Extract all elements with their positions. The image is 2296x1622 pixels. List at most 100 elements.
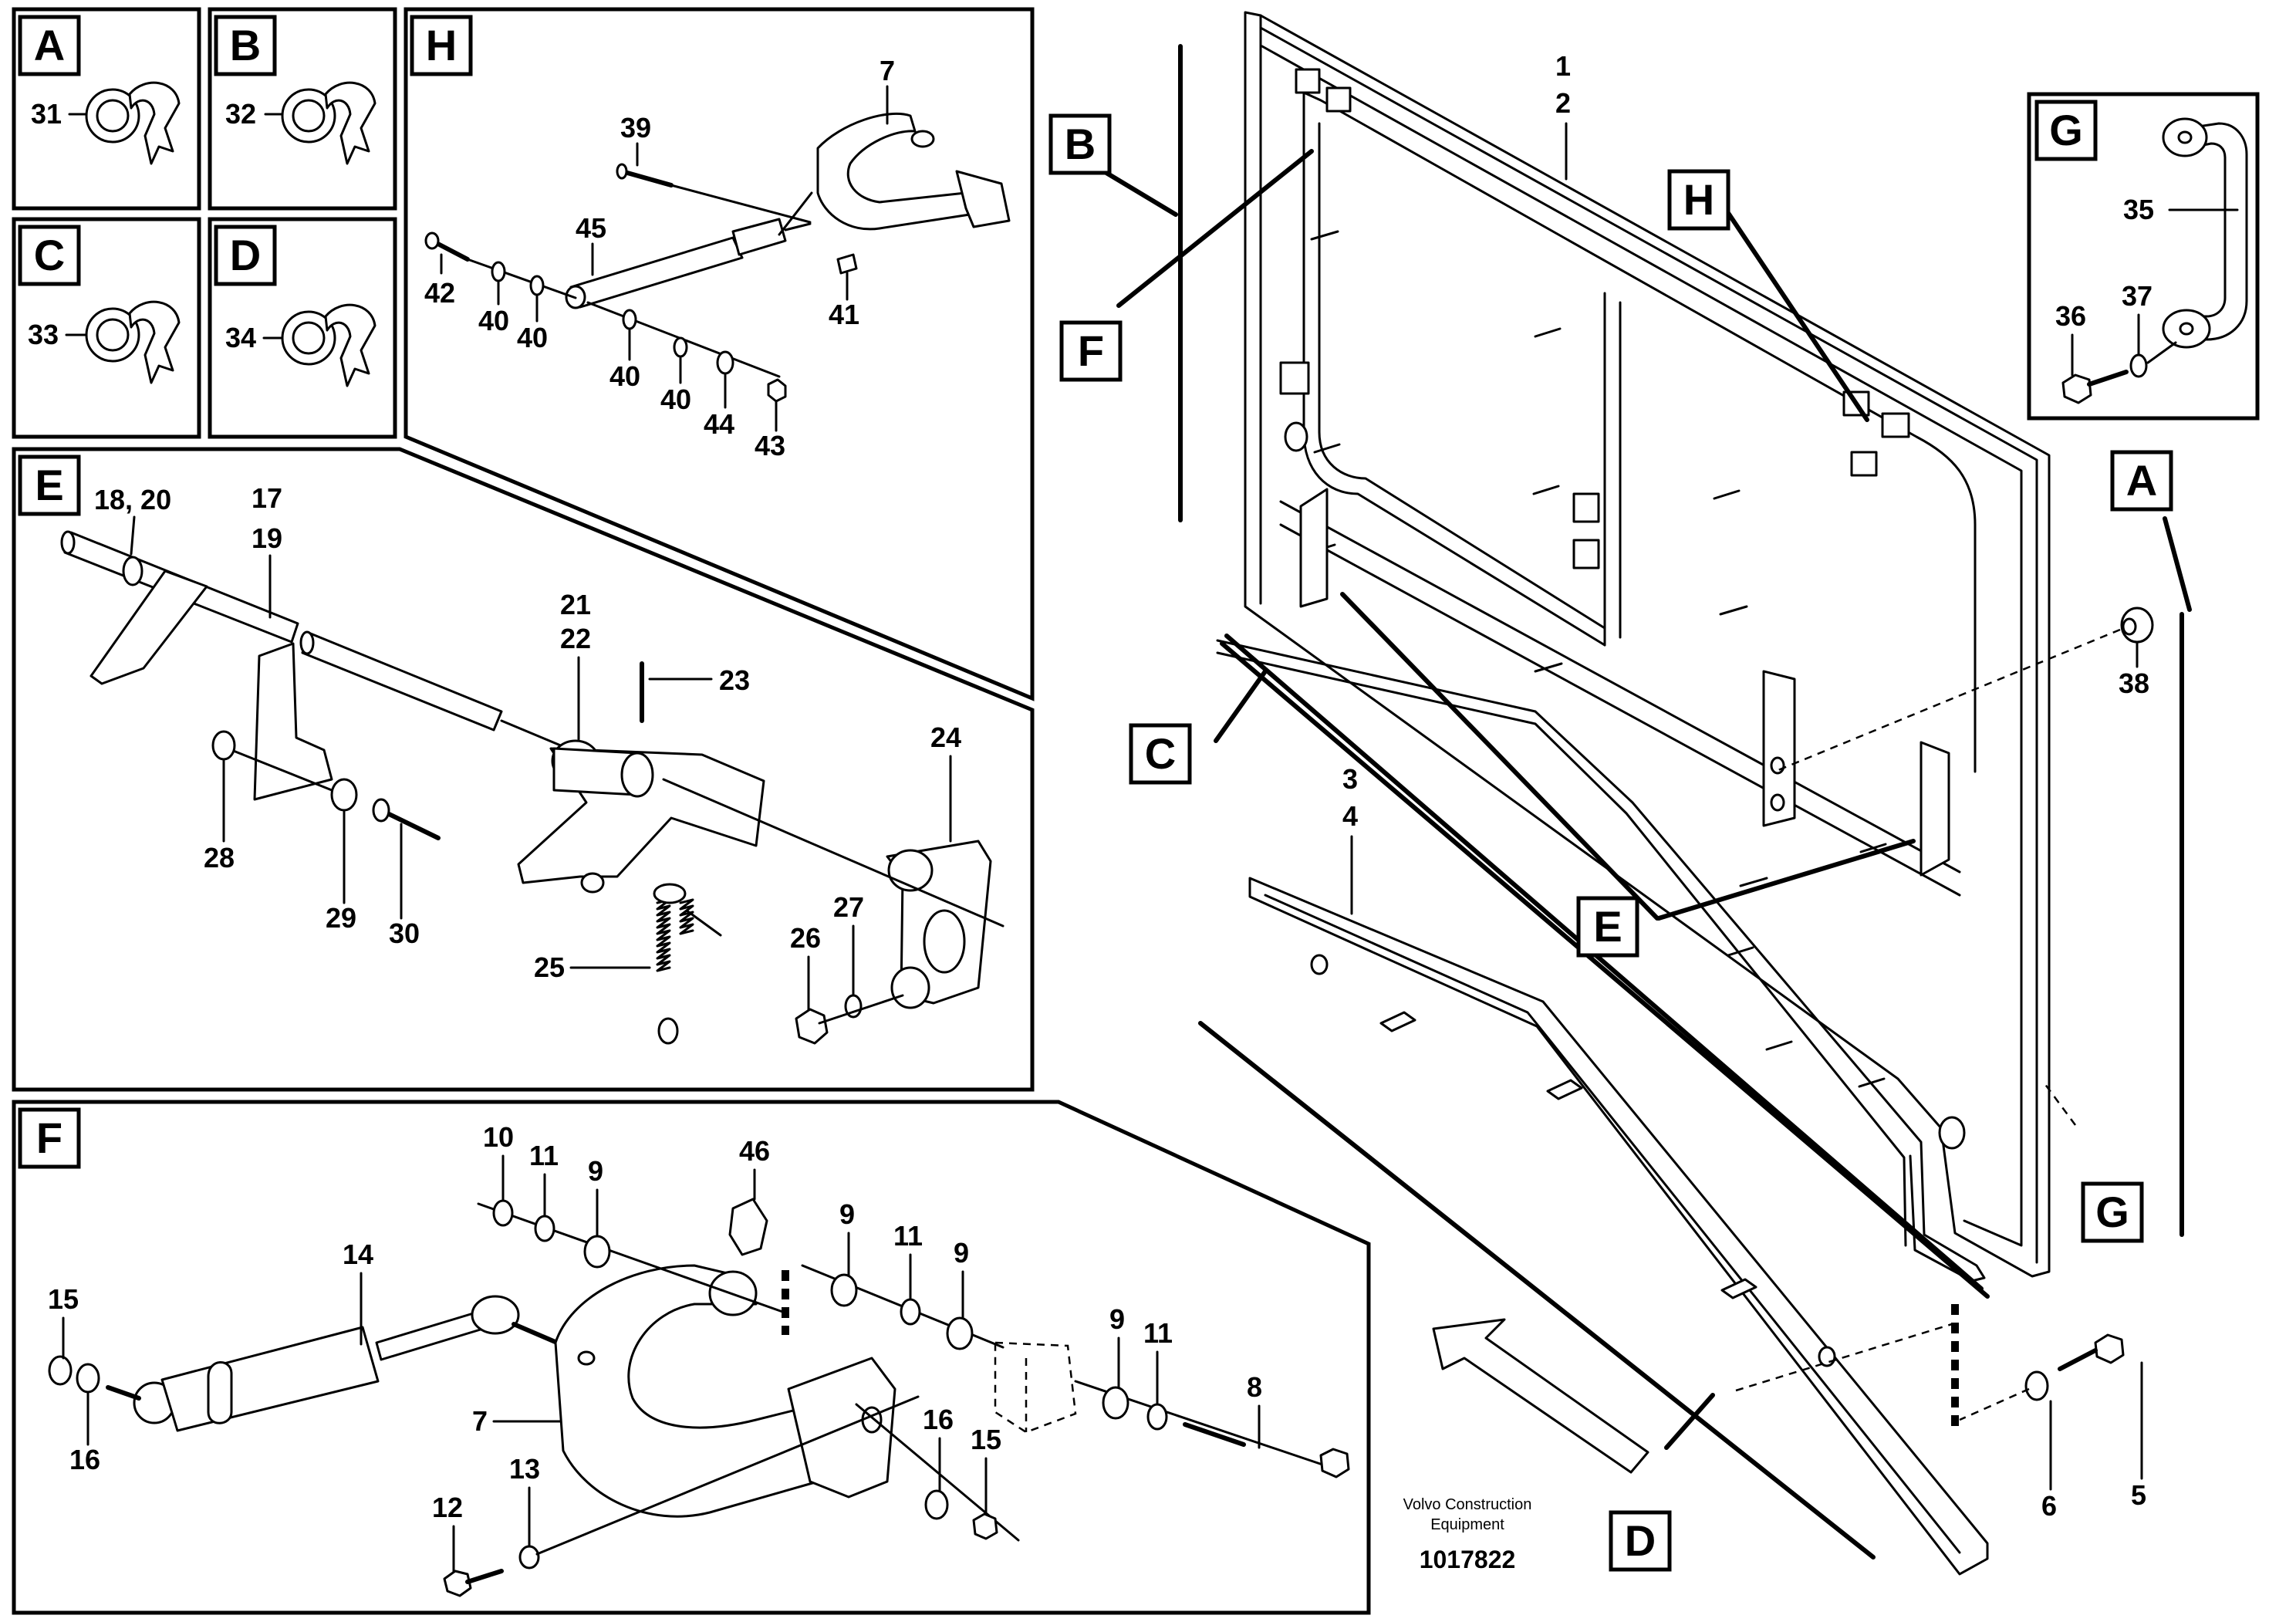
gas-strut-45-illustration: [565, 218, 812, 309]
part-number-44: 44: [704, 408, 734, 440]
striker-24-illustration: [886, 840, 992, 1009]
callout-a: A: [2110, 450, 2173, 512]
part-number-34: 34: [225, 322, 256, 353]
callout-letter-d: D: [1625, 1516, 1656, 1565]
part-number-3: 3: [1342, 763, 1358, 795]
callout-b: B: [1048, 113, 1112, 175]
latch-lever-21-illustration: [517, 739, 765, 894]
part-number-15-a: 15: [48, 1283, 79, 1315]
part-number-18-20: 18, 20: [94, 484, 171, 515]
callout-letter-c: C: [1145, 729, 1176, 778]
panel-e-frame: [12, 447, 1035, 1092]
seal-profile-c: C 33: [18, 225, 181, 384]
lower-panel-3-illustration: [1248, 877, 1989, 1576]
part-number-40-c: 40: [609, 360, 640, 392]
part-number-10: 10: [483, 1121, 514, 1153]
footer-brand-line1: Volvo Construction: [1403, 1496, 1532, 1513]
part-number-38: 38: [2119, 667, 2149, 699]
seal-rod-c: [1220, 641, 1990, 1299]
panel-f-content: F 14 15 16 7: [18, 1107, 1350, 1597]
part-number-8: 8: [1247, 1371, 1262, 1403]
panel-letter-f: F: [36, 1113, 62, 1162]
callout-e: E: [1576, 896, 1639, 958]
callout-letter-h: H: [1683, 175, 1714, 224]
part-number-36: 36: [2055, 300, 2086, 332]
part-number-41: 41: [829, 299, 859, 330]
part-number-9-b: 9: [839, 1198, 855, 1230]
part-number-26: 26: [790, 922, 821, 954]
part-number-40-d: 40: [660, 384, 691, 415]
callout-f: F: [1059, 320, 1123, 382]
part-number-13: 13: [509, 1453, 540, 1485]
panel-letter-g: G: [2049, 106, 2083, 154]
callout-letter-e: E: [1593, 902, 1622, 951]
part-number-5: 5: [2131, 1479, 2146, 1511]
panel-letter-e: E: [35, 461, 63, 509]
part-number-1: 1: [1555, 50, 1571, 82]
part-number-24: 24: [930, 721, 961, 753]
part-number-43: 43: [755, 430, 785, 461]
part-number-28: 28: [204, 842, 235, 874]
part-number-12: 12: [432, 1492, 463, 1523]
part-number-40-a: 40: [478, 305, 509, 336]
part-number-32: 32: [225, 98, 256, 130]
callout-letter-b: B: [1065, 120, 1096, 168]
part-number-29: 29: [326, 902, 356, 934]
panel-f-frame: [12, 1100, 1371, 1615]
callout-d: D: [1609, 1510, 1672, 1572]
part-number-11-c: 11: [1143, 1317, 1173, 1349]
part-number-42: 42: [424, 277, 455, 309]
part-number-6: 6: [2041, 1490, 2057, 1522]
panel-letter-b: B: [230, 21, 261, 69]
seal-profile-a: A 31: [18, 15, 181, 165]
part-number-4: 4: [1342, 800, 1358, 832]
part-number-46: 46: [739, 1135, 770, 1167]
part-number-25: 25: [534, 951, 565, 983]
part-number-7-h: 7: [880, 55, 895, 86]
panel-h-content: H 7 39 45 42 40 40: [410, 15, 1011, 461]
part-number-40-b: 40: [517, 322, 548, 353]
gas-strut-14-illustration: [106, 1295, 559, 1432]
part-number-35: 35: [2123, 194, 2154, 225]
callout-letter-a: A: [2126, 456, 2157, 505]
part-number-15-b: 15: [971, 1424, 1001, 1455]
part-number-33: 33: [28, 319, 59, 350]
spring-25-illustration: [653, 883, 722, 1045]
part-number-2: 2: [1555, 87, 1571, 119]
part-number-45: 45: [576, 212, 606, 244]
part-number-23: 23: [719, 664, 750, 696]
part-number-16-a: 16: [69, 1444, 100, 1475]
panel-letter-d: D: [230, 231, 261, 279]
part-number-16-b: 16: [923, 1404, 954, 1435]
part-number-9-c: 9: [954, 1237, 969, 1269]
part-number-14: 14: [343, 1238, 373, 1270]
callout-letter-g: G: [2095, 1188, 2129, 1236]
part-number-21: 21: [560, 589, 591, 620]
part-number-9-d: 9: [1109, 1303, 1125, 1335]
part-number-31: 31: [31, 98, 62, 130]
seal-profile-b: B 32: [214, 15, 376, 165]
direction-arrow: [1432, 1318, 1649, 1474]
callout-g: G: [2081, 1181, 2144, 1243]
part-number-39: 39: [620, 112, 651, 144]
seal-profile-d: D 34: [214, 225, 376, 387]
callout-h: H: [1667, 169, 1730, 231]
part-number-17: 17: [252, 482, 282, 514]
footer-drawing-number: 1017822: [1420, 1546, 1516, 1573]
part-number-30: 30: [389, 917, 420, 949]
part-number-11-a: 11: [529, 1140, 559, 1171]
part-number-11-b: 11: [893, 1220, 923, 1252]
part-number-27: 27: [833, 891, 864, 923]
callout-c: C: [1129, 723, 1192, 785]
panel-g-content: G 35 36 37: [2034, 100, 2248, 404]
panel-letter-a: A: [34, 21, 65, 69]
part-number-19: 19: [252, 522, 282, 554]
panel-letter-h: H: [426, 21, 457, 69]
door-assembly-illustration: [1216, 11, 2051, 1282]
footer-brand-line2: Equipment: [1430, 1516, 1504, 1533]
seal-rod-d: [1198, 1021, 1876, 1559]
part-number-9-a: 9: [588, 1155, 603, 1187]
part-number-37: 37: [2122, 280, 2152, 312]
panel-letter-c: C: [34, 231, 65, 279]
